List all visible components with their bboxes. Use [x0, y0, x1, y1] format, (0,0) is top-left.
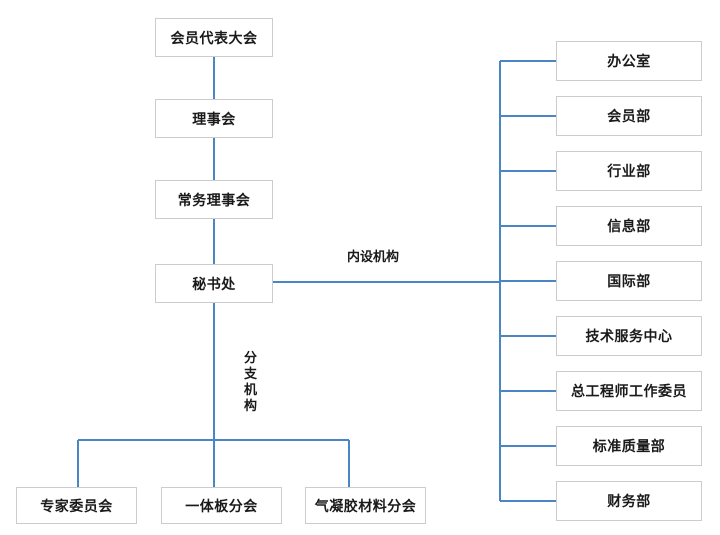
node-chief-engineer-committee[interactable]: 总工程师工作委员 — [556, 371, 702, 411]
node-integrated-board-branch[interactable]: 一体板分会 — [161, 487, 282, 524]
node-label: 信息部 — [607, 218, 651, 234]
node-standard-quality-dept[interactable]: 标准质量部 — [556, 426, 702, 466]
node-members-assembly[interactable]: 会员代表大会 — [155, 18, 273, 57]
node-label: 技术服务中心 — [585, 328, 673, 344]
node-membership-dept[interactable]: 会员部 — [556, 96, 702, 136]
node-aerogel-material-branch[interactable]: 气凝胶材料分会 — [305, 487, 426, 524]
node-standing-council[interactable]: 常务理事会 — [155, 180, 273, 219]
node-label: 一体板分会 — [185, 497, 258, 514]
node-expert-committee[interactable]: 专家委员会 — [16, 487, 137, 524]
node-label: 理事会 — [192, 110, 236, 127]
node-label: 总工程师工作委员 — [571, 383, 687, 399]
edge-label-branch-organizations: 分支机构 — [243, 350, 258, 414]
edge-label-internal-departments: 内设机构 — [345, 246, 402, 265]
node-label: 专家委员会 — [40, 497, 113, 514]
node-label: 常务理事会 — [177, 191, 251, 208]
edge-label-branch-text: 分支机构 — [243, 350, 257, 413]
node-industry-dept[interactable]: 行业部 — [556, 151, 702, 191]
node-label: 秘书处 — [192, 275, 236, 292]
node-information-dept[interactable]: 信息部 — [556, 206, 702, 246]
node-label: 国际部 — [607, 273, 651, 289]
node-label: 气凝胶材料分会 — [314, 497, 417, 514]
node-international-dept[interactable]: 国际部 — [556, 261, 702, 301]
node-label: 会员代表大会 — [170, 29, 258, 46]
node-technical-service-center[interactable]: 技术服务中心 — [556, 316, 702, 356]
node-label: 会员部 — [607, 108, 651, 124]
node-label: 行业部 — [607, 163, 651, 179]
node-office[interactable]: 办公室 — [556, 41, 702, 81]
node-council[interactable]: 理事会 — [155, 99, 273, 138]
node-secretariat[interactable]: 秘书处 — [155, 264, 273, 303]
node-label: 标准质量部 — [592, 438, 666, 454]
node-finance-dept[interactable]: 财务部 — [556, 481, 702, 521]
node-label: 办公室 — [607, 53, 651, 69]
node-label: 财务部 — [607, 493, 651, 509]
